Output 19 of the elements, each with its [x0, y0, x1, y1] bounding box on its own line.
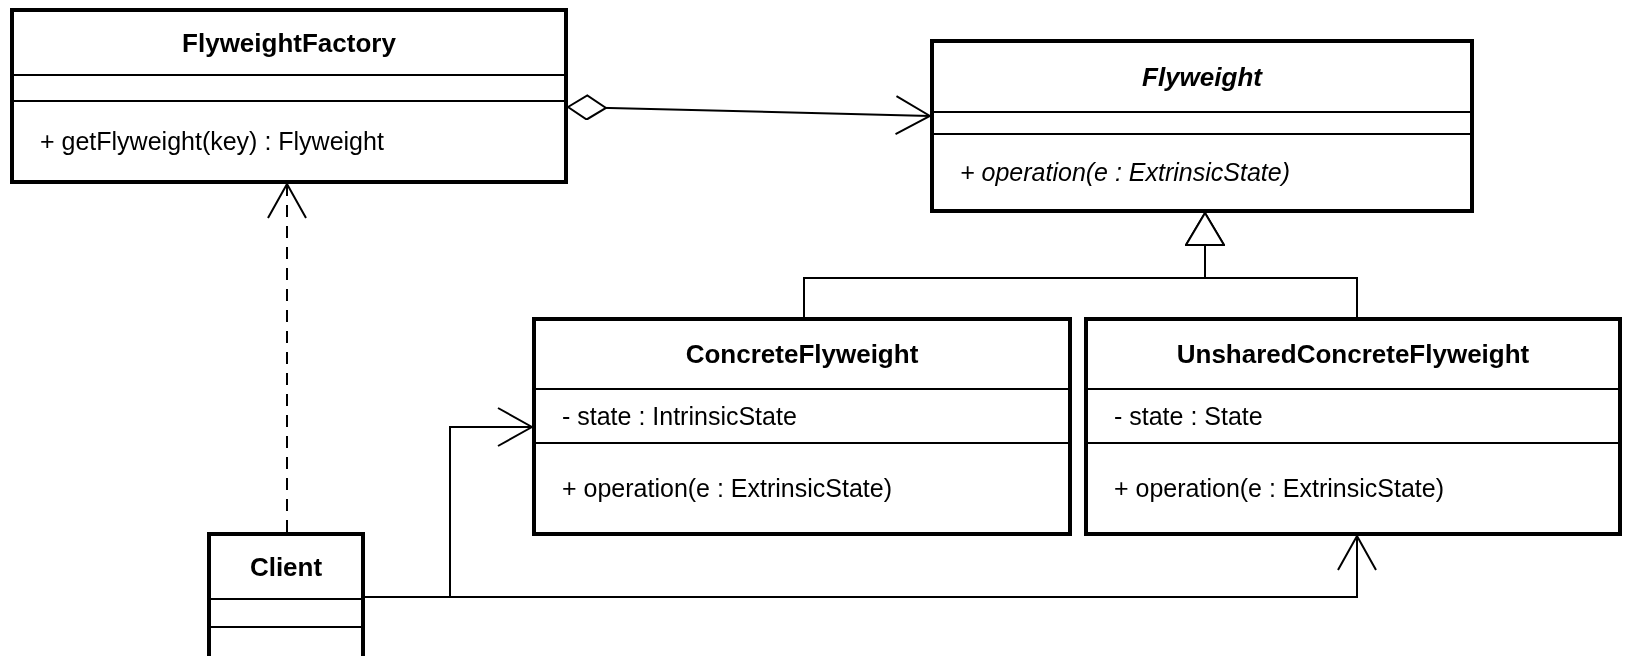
dependency-arrow	[267, 183, 307, 533]
class-name: UnsharedConcreteFlyweight	[1176, 339, 1530, 370]
class-name: FlyweightFactory	[182, 27, 396, 59]
class-box	[1084, 317, 1622, 536]
operation-text: + operation(e : ExtrinsicState)	[562, 473, 893, 503]
class-name: Client	[249, 551, 323, 583]
operation-text: + operation(e : ExtrinsicState)	[1114, 473, 1445, 503]
operation-text: + operation(e : ExtrinsicState)	[960, 157, 1291, 187]
operation-text: + getFlyweight(key) : Flyweight	[40, 126, 384, 156]
class-box	[207, 532, 365, 656]
association-arrow	[567, 94, 931, 136]
class-box	[532, 317, 1072, 536]
class-name: Flyweight	[1142, 61, 1262, 93]
inheritance-arrow	[1185, 212, 1358, 318]
class-name: ConcreteFlyweight	[685, 339, 919, 370]
attribute-text: - state : IntrinsicState	[562, 401, 797, 431]
class-box	[930, 39, 1474, 213]
class-box	[10, 8, 568, 184]
attribute-text: - state : State	[1114, 401, 1263, 431]
